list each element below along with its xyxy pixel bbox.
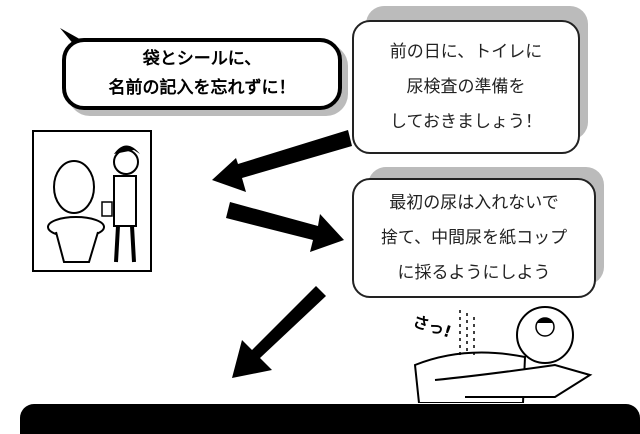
note-line: 尿検査の準備を [406,76,526,97]
note-line: しておきましょう！ [390,111,542,132]
note-line: 捨て、中間尿を紙コップ [380,227,568,248]
bubble-line: 袋とシールに、 [142,49,262,69]
note-midstream-urine: 最初の尿は入れないで 捨て、中間尿を紙コップ に採るようにしよう [352,178,596,298]
bottom-banner-bar [20,404,640,434]
speech-bubble-name-reminder: 袋とシールに、 名前の記入を忘れずに！ [62,38,342,110]
arrow-down-left [232,286,326,378]
arrow-to-cup-note [226,202,344,252]
cup-illustration: さっ! [405,305,605,404]
arrows [212,130,352,378]
note-line: 最初の尿は入れないで [389,192,559,213]
toilet-illustration [32,130,152,272]
arrow-to-toilet [212,130,352,192]
boy-at-toilet-drawing [47,145,140,263]
bubble-line: 名前の記入を忘れずに！ [108,78,296,98]
note-line: に採るようにしよう [397,262,551,283]
note-line: 前の日に、トイレに [389,41,543,62]
urine-cup-drawing [413,306,593,404]
note-prepare-day-before: 前の日に、トイレに 尿検査の準備を しておきましょう！ [352,20,580,154]
